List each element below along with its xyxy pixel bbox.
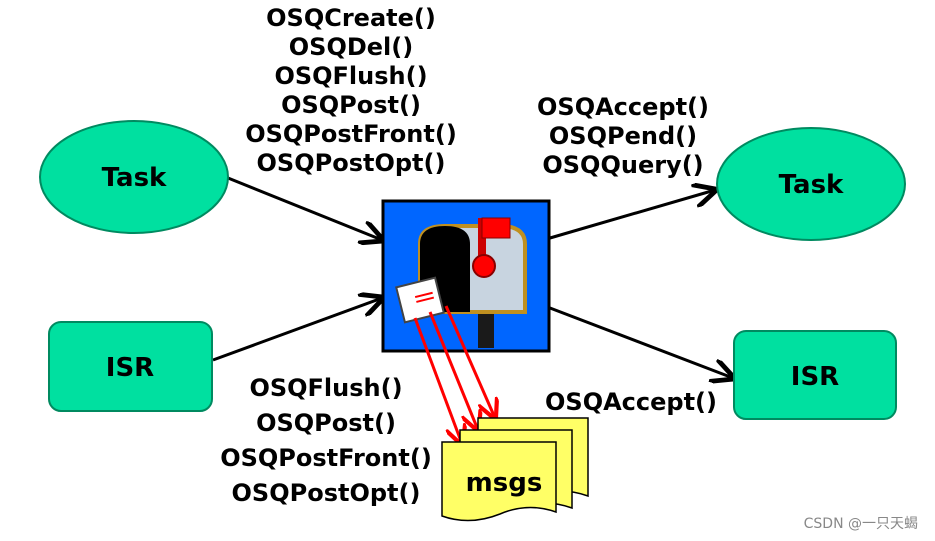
- call-item: OSQAccept(): [545, 388, 717, 416]
- msgs-label: msgs: [466, 468, 543, 498]
- isr-node-left-label: ISR: [106, 353, 154, 383]
- msgs-stack: msgs: [441, 417, 589, 522]
- call-item: OSQPostOpt(): [232, 479, 421, 507]
- watermark: CSDN @一只天蝎: [804, 516, 918, 532]
- call-item: OSQPend(): [549, 122, 697, 150]
- call-item: OSQAccept(): [537, 93, 709, 121]
- task-node-left: Task: [39, 120, 229, 234]
- call-item: OSQDel(): [289, 33, 413, 61]
- arrow-task-to-queue: [227, 176, 382, 240]
- call-item: OSQPostFront(): [220, 444, 432, 472]
- mailbox-icon: [381, 199, 551, 353]
- task-node-right-label: Task: [779, 170, 844, 200]
- task-node-right: Task: [716, 127, 906, 241]
- call-item: OSQPostFront(): [245, 120, 457, 148]
- queue-to-isr-call-list: OSQAccept(): [545, 388, 717, 416]
- arrow-queue-to-task: [549, 190, 715, 240]
- arrow-queue-to-isr: [549, 306, 733, 378]
- call-item: OSQPost(): [281, 91, 421, 119]
- call-item: OSQFlush(): [249, 374, 402, 402]
- arrow-letter-to-msgs-2: [428, 311, 478, 430]
- call-item: OSQPost(): [256, 409, 396, 437]
- call-item: OSQPostOpt(): [257, 149, 446, 177]
- arrow-isr-to-queue: [212, 298, 382, 362]
- arrow-letter-to-msgs-3: [444, 305, 495, 418]
- isr-node-left: ISR: [48, 321, 213, 412]
- call-item: OSQQuery(): [542, 151, 703, 179]
- call-item: OSQCreate(): [266, 4, 436, 32]
- arrow-letter-to-msgs-1: [413, 317, 462, 444]
- task-to-queue-call-list: OSQCreate() OSQDel() OSQFlush() OSQPost(…: [245, 4, 457, 177]
- isr-node-right: ISR: [733, 330, 897, 420]
- isr-node-right-label: ISR: [791, 362, 839, 392]
- call-item: OSQFlush(): [274, 62, 427, 90]
- task-node-left-label: Task: [102, 163, 167, 193]
- queue-to-task-call-list: OSQAccept() OSQPend() OSQQuery(): [537, 93, 709, 179]
- isr-to-queue-call-list: OSQFlush() OSQPost() OSQPostFront() OSQP…: [220, 374, 432, 507]
